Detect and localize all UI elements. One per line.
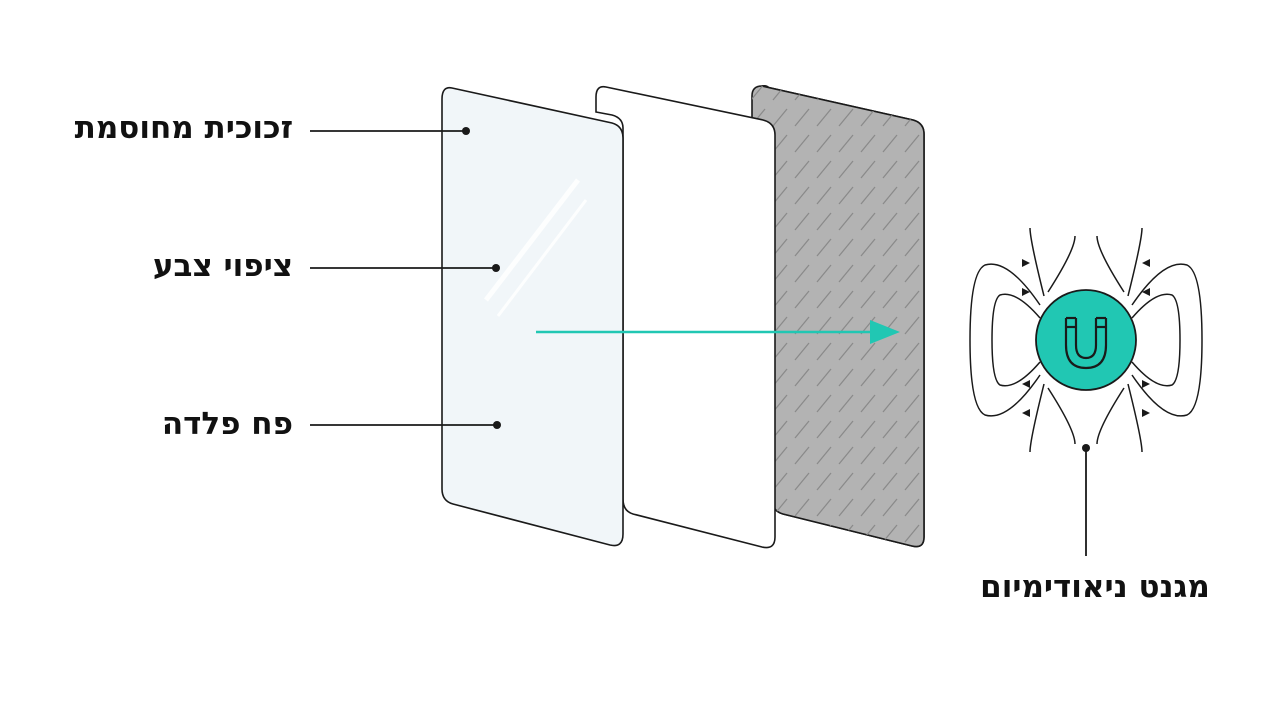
label-steel-sheet: פח פלדה: [161, 406, 293, 442]
u-magnet-icon: [1064, 316, 1108, 370]
neodymium-magnet: [1035, 289, 1137, 391]
magnetic-field-lines: [969, 227, 1203, 453]
leader-line-paint: [310, 264, 500, 272]
label-paint-coating: ציפוי צבע: [152, 248, 293, 284]
tempered-glass-panel: [441, 86, 624, 547]
paint-coating-panel: [595, 85, 776, 549]
leader-line-steel: [310, 421, 501, 429]
magnetic-force-arrow: [536, 320, 900, 344]
leader-line-magnet: [1082, 444, 1090, 556]
steel-sheet-panel: [751, 84, 925, 548]
label-neodymium-magnet: מגנט ניאודימיום: [980, 569, 1210, 605]
label-tempered-glass: זכוכית מחוסמת: [74, 110, 293, 146]
leader-line-glass: [310, 127, 470, 135]
field-arrowheads: [1022, 259, 1150, 417]
